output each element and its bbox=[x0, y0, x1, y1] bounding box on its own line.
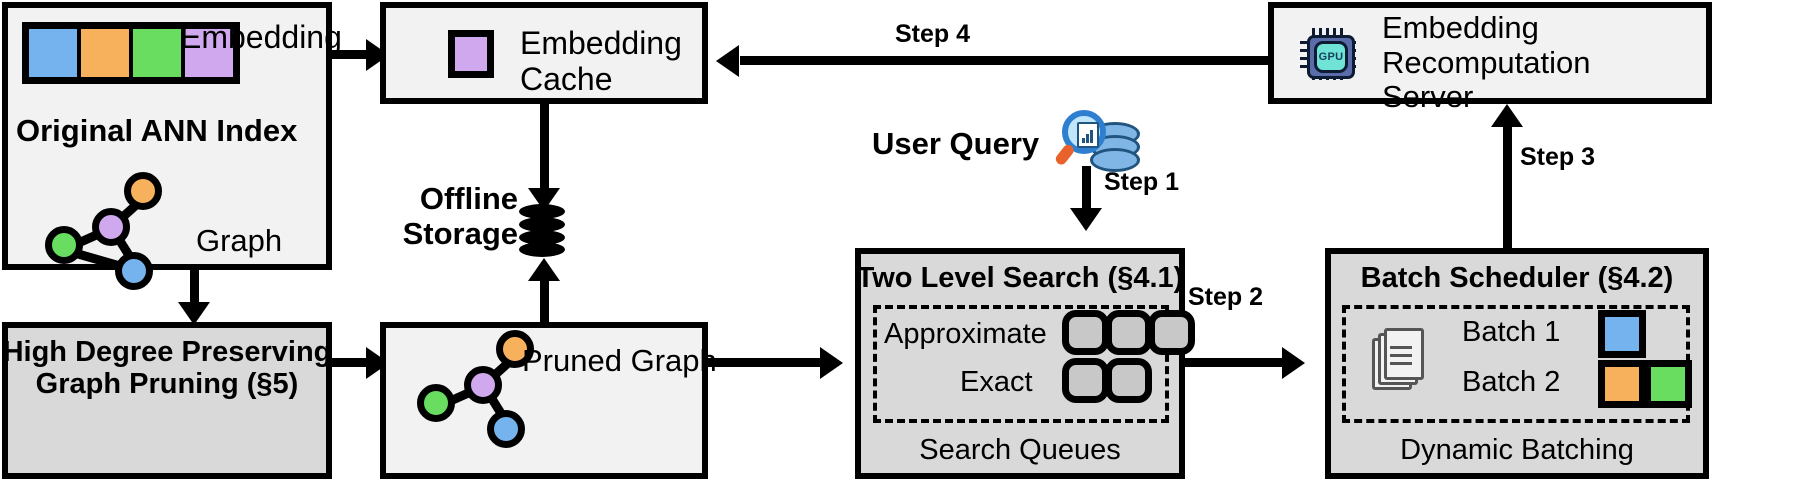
arrow-search-to-scheduler-line bbox=[1185, 358, 1285, 367]
approximate-queue-slot bbox=[1105, 310, 1152, 355]
search-queues-panel bbox=[873, 305, 1169, 423]
graph-pruning-title-text: High Degree Preserving Graph Pruning (§5… bbox=[2, 336, 332, 401]
step-3-label: Step 3 bbox=[1520, 143, 1596, 171]
arrow-scheduler-to-server-head bbox=[1491, 104, 1523, 127]
pruned-graph-label: Pruned Graph bbox=[522, 343, 717, 378]
graph-node-green bbox=[417, 384, 455, 422]
embedding-cache-title: Embedding Cache bbox=[520, 25, 682, 98]
batch-scheduler-title: Batch Scheduler (§4.2) bbox=[1360, 262, 1674, 294]
graph-label: Graph bbox=[196, 223, 283, 258]
recomputation-server-title: Embedding Recomputation Server bbox=[1382, 10, 1591, 115]
arrow-cache-to-storage-line bbox=[540, 104, 549, 192]
purple-square-icon bbox=[448, 30, 494, 78]
arrow-pruned-to-storage-line bbox=[540, 278, 549, 322]
batch-2-item-orange bbox=[1598, 360, 1646, 408]
graph-pruning-title: High Degree Preserving Graph Pruning (§5… bbox=[2, 336, 332, 401]
exact-queue-slot bbox=[1105, 358, 1152, 403]
embedding-strip-icon bbox=[22, 22, 240, 84]
arrow-pruned-to-search-line bbox=[708, 358, 822, 367]
embedding-cache-title-text: Embedding Cache bbox=[520, 25, 682, 97]
user-query-label: User Query bbox=[872, 126, 1040, 161]
embedding-cell-purple bbox=[185, 29, 233, 77]
arrow-pruned-to-search-head bbox=[820, 347, 843, 379]
dynamic-batching-caption: Dynamic Batching bbox=[1400, 434, 1634, 466]
batch-2-label: Batch 2 bbox=[1462, 366, 1561, 398]
exact-queue-slot bbox=[1062, 358, 1109, 403]
batch-2-item-green bbox=[1644, 360, 1692, 408]
recomputation-server-box bbox=[1268, 2, 1712, 104]
embedding-label: Embedding bbox=[180, 19, 342, 55]
arrow-index-to-pruning-head bbox=[178, 302, 210, 325]
offline-storage-label-text: Offline Storage bbox=[402, 181, 518, 251]
arrow-pruning-to-pruned-line bbox=[332, 358, 368, 367]
batch-1-item-blue bbox=[1598, 310, 1646, 358]
graph-pruning-box bbox=[2, 322, 332, 479]
approximate-queue-slot bbox=[1062, 310, 1109, 355]
arrow-query-to-search-head bbox=[1070, 208, 1102, 231]
arrow-index-to-cache-line bbox=[332, 50, 368, 59]
arrow-scheduler-to-server-line bbox=[1503, 122, 1512, 248]
recomputation-server-title-text: Embedding Recomputation Server bbox=[1382, 10, 1591, 115]
graph-node-blue bbox=[487, 410, 525, 448]
embedding-cache-box bbox=[380, 2, 708, 104]
graph-node-purple bbox=[464, 366, 502, 404]
arrow-server-to-cache-line bbox=[740, 56, 1268, 65]
arrow-index-to-pruning-line bbox=[190, 270, 199, 306]
pruned-graph-widget bbox=[412, 330, 534, 458]
search-queues-caption: Search Queues bbox=[919, 434, 1121, 466]
embedding-cell-orange bbox=[81, 29, 133, 77]
graph-node-green bbox=[45, 226, 83, 264]
offline-storage-label: Offline Storage bbox=[400, 181, 518, 251]
two-level-search-title: Two Level Search (§4.1) bbox=[856, 262, 1184, 294]
original-graph-widget bbox=[40, 170, 162, 290]
arrow-query-to-search-line bbox=[1082, 166, 1091, 212]
step-1-label: Step 1 bbox=[1104, 168, 1180, 196]
embedding-cell-blue bbox=[29, 29, 81, 77]
graph-node-purple bbox=[92, 208, 130, 246]
arrow-server-to-cache-head bbox=[716, 45, 739, 77]
arrow-search-to-scheduler-head bbox=[1282, 347, 1305, 379]
magnifier-handle-icon bbox=[1053, 142, 1076, 167]
documents-stack-icon bbox=[1372, 328, 1424, 390]
arrow-pruned-to-storage-head bbox=[528, 258, 560, 281]
embedding-cell-green bbox=[133, 29, 185, 77]
step-2-label: Step 2 bbox=[1188, 283, 1264, 311]
graph-node-orange bbox=[124, 172, 162, 210]
step-4-label: Step 4 bbox=[895, 20, 971, 48]
database-cylinder-icon bbox=[519, 204, 565, 258]
gpu-chip-icon: GPU bbox=[1300, 28, 1356, 80]
graph-node-orange bbox=[496, 330, 534, 368]
magnifier-over-database-icon bbox=[1053, 110, 1140, 172]
graph-node-blue bbox=[115, 252, 153, 290]
approximate-queue-slot bbox=[1148, 310, 1195, 355]
batch-1-label: Batch 1 bbox=[1462, 316, 1561, 348]
exact-row-label: Exact bbox=[960, 366, 1033, 398]
original-ann-index-title: Original ANN Index bbox=[16, 113, 298, 148]
approximate-row-label: Approximate bbox=[884, 318, 1047, 350]
gpu-chip-text: GPU bbox=[1318, 51, 1344, 63]
